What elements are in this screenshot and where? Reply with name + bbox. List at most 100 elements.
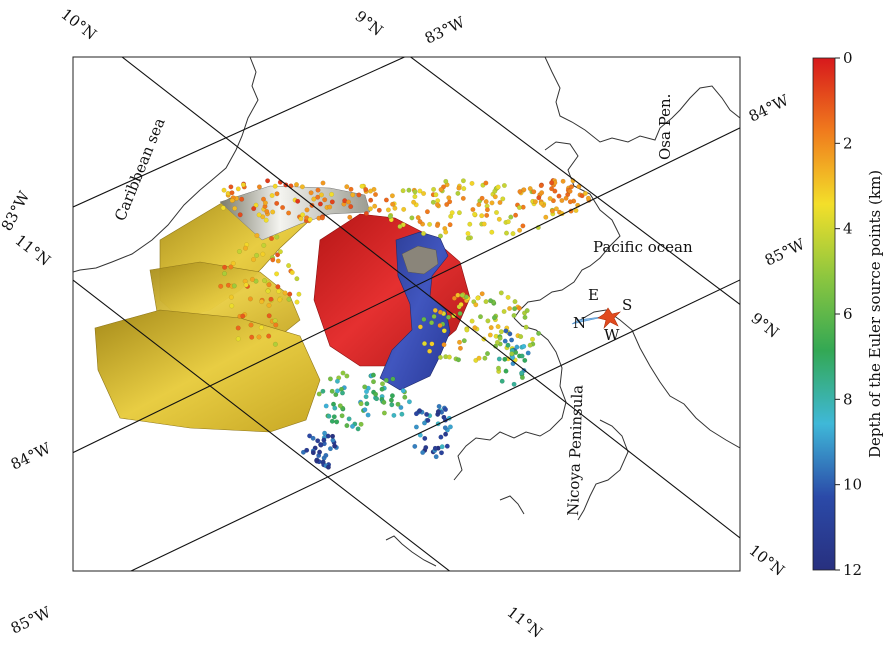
euler-source-point (479, 195, 485, 201)
euler-source-point (406, 399, 412, 405)
euler-source-point (363, 394, 369, 400)
euler-source-point (256, 184, 262, 190)
euler-source-point (270, 257, 276, 263)
euler-source-point (388, 397, 394, 403)
euler-source-point (218, 283, 224, 289)
euler-source-point (275, 258, 281, 264)
euler-source-point (330, 433, 336, 439)
euler-source-point (373, 192, 378, 197)
euler-source-point (432, 307, 438, 313)
euler-source-point (484, 212, 490, 218)
euler-source-point (447, 424, 453, 430)
euler-source-point (582, 190, 588, 196)
euler-source-point (258, 325, 264, 331)
euler-source-point (389, 393, 395, 399)
euler-source-point (315, 194, 321, 200)
euler-source-point (439, 450, 444, 456)
euler-source-point (479, 291, 485, 297)
euler-source-point (459, 292, 465, 298)
euler-source-point (576, 184, 582, 190)
euler-source-point (323, 403, 329, 409)
coord-83w-top: 83°W (422, 13, 468, 48)
euler-source-point (371, 379, 376, 385)
euler-source-point (266, 282, 272, 288)
euler-source-point (316, 391, 322, 397)
euler-source-point (334, 378, 340, 384)
euler-source-point (362, 384, 368, 390)
euler-source-point (411, 199, 417, 205)
euler-source-point (269, 236, 274, 241)
euler-source-point (502, 356, 508, 362)
euler-source-point (420, 450, 426, 455)
euler-source-point (327, 376, 333, 382)
graticule (73, 57, 740, 571)
euler-source-point (527, 186, 533, 192)
euler-source-point (332, 405, 338, 411)
euler-source-point (483, 199, 489, 205)
euler-source-point (237, 212, 243, 218)
euler-source-point (277, 249, 283, 255)
euler-source-point (500, 196, 506, 202)
euler-source-point (496, 365, 501, 371)
euler-source-point (385, 207, 391, 213)
euler-source-point (497, 335, 503, 341)
euler-source-point (259, 299, 265, 305)
euler-source-point (483, 299, 489, 305)
euler-source-point (516, 305, 522, 311)
euler-source-point (266, 313, 272, 319)
euler-source-point (253, 202, 259, 208)
euler-source-point (539, 190, 545, 196)
euler-source-point (530, 336, 535, 342)
euler-source-point (262, 278, 267, 284)
euler-source-point (334, 419, 340, 425)
euler-source-point (235, 325, 241, 331)
euler-source-point (512, 299, 518, 305)
colorbar-bar (812, 57, 836, 571)
euler-source-point (265, 288, 271, 294)
euler-source-point (400, 388, 406, 394)
euler-source-point (511, 381, 517, 387)
euler-solution-surfaces (94, 185, 471, 433)
euler-source-point (494, 210, 499, 215)
euler-source-point (228, 264, 234, 270)
euler-source-point (444, 443, 450, 449)
euler-source-point (228, 184, 234, 190)
euler-source-point (368, 188, 373, 194)
euler-source-point (261, 196, 266, 202)
euler-source-point (505, 294, 511, 300)
euler-source-point (507, 331, 513, 337)
euler-source-point (487, 332, 493, 338)
euler-source-point (372, 203, 378, 209)
euler-source-point (373, 391, 379, 397)
euler-source-point (472, 211, 478, 217)
euler-source-point (307, 217, 313, 223)
euler-source-point (417, 408, 423, 414)
euler-source-point (439, 444, 445, 450)
euler-source-point (222, 264, 228, 270)
euler-source-point (294, 299, 300, 305)
euler-source-point (269, 193, 275, 198)
euler-source-point (317, 201, 323, 207)
euler-source-point (280, 205, 286, 210)
euler-source-point (381, 410, 387, 416)
euler-source-point (443, 178, 449, 184)
colorbar-tick-label: 0 (843, 49, 853, 67)
euler-source-point (527, 342, 533, 348)
euler-source-point (231, 283, 237, 289)
euler-source-point (406, 187, 412, 193)
euler-source-point (521, 187, 527, 193)
euler-source-point (348, 186, 354, 192)
euler-source-point (505, 219, 511, 225)
euler-source-point (441, 342, 447, 348)
euler-source-point (498, 290, 504, 296)
euler-source-point (268, 296, 274, 302)
euler-source-point (455, 190, 461, 196)
euler-source-point (323, 452, 329, 458)
euler-source-point (519, 370, 525, 376)
euler-source-point (478, 314, 483, 320)
euler-source-point (503, 368, 509, 374)
euler-source-point (447, 199, 453, 205)
euler-source-point (412, 443, 418, 449)
euler-source-point (465, 231, 471, 236)
